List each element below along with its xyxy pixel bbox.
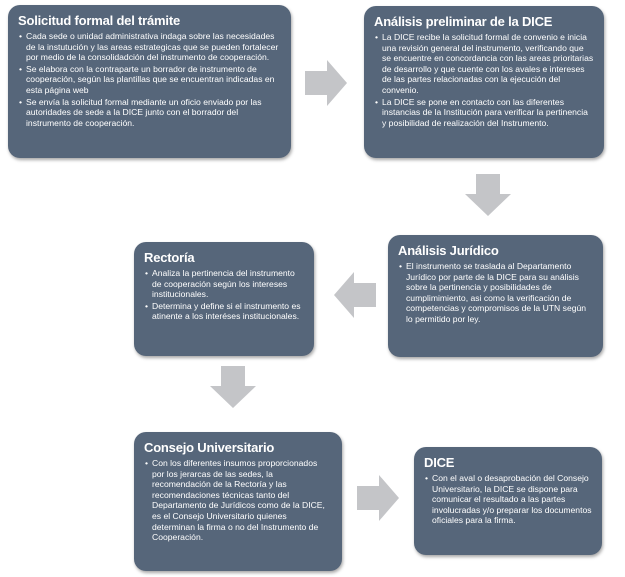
step-title: Análisis preliminar de la DICE: [374, 14, 553, 29]
step-title: Solicitud formal del trámite: [18, 13, 180, 28]
step-bullet: El instrumento se traslada al Departamen…: [399, 261, 593, 325]
step-bullet: Determina y define si el instrumento es …: [145, 301, 304, 322]
step-bullet: Analiza la pertinencia del instrumento d…: [145, 268, 304, 300]
step-analisis-juridico: Análisis Jurídico El instrumento se tras…: [388, 235, 603, 357]
step-title: Análisis Jurídico: [398, 243, 499, 258]
step-bullet: Con los diferentes insumos proporcionado…: [145, 458, 332, 543]
step-solicitud-formal: Solicitud formal del trámite Cada sede o…: [8, 5, 291, 158]
arrow-left-icon: [334, 272, 376, 318]
arrow-right-icon: [357, 475, 399, 521]
step-bullet: Cada sede o unidad administrativa indaga…: [19, 31, 281, 63]
step-bullet: La DICE recibe la solicitud formal de co…: [375, 32, 594, 96]
arrow-down-icon: [465, 174, 511, 216]
step-dice: DICE Con el aval o desaprobación del Con…: [414, 447, 602, 555]
step-title: Rectoría: [144, 250, 195, 265]
step-bullet: La DICE se pone en contacto con las dife…: [375, 97, 594, 129]
arrow-down-icon: [210, 366, 256, 408]
step-bullet: Con el aval o desaprobación del Consejo …: [425, 473, 592, 526]
step-rectoria: Rectoría Analiza la pertinencia del inst…: [134, 242, 314, 356]
step-title: Consejo Universitario: [144, 440, 275, 455]
step-analisis-preliminar: Análisis preliminar de la DICE La DICE r…: [364, 6, 604, 158]
step-bullet: Se envía la solicitud formal mediante un…: [19, 97, 281, 129]
step-consejo-universitario: Consejo Universitario Con los diferentes…: [134, 432, 342, 571]
step-bullet: Se elabora con la contraparte un borrado…: [19, 64, 281, 96]
arrow-right-icon: [305, 60, 347, 106]
step-title: DICE: [424, 455, 455, 470]
